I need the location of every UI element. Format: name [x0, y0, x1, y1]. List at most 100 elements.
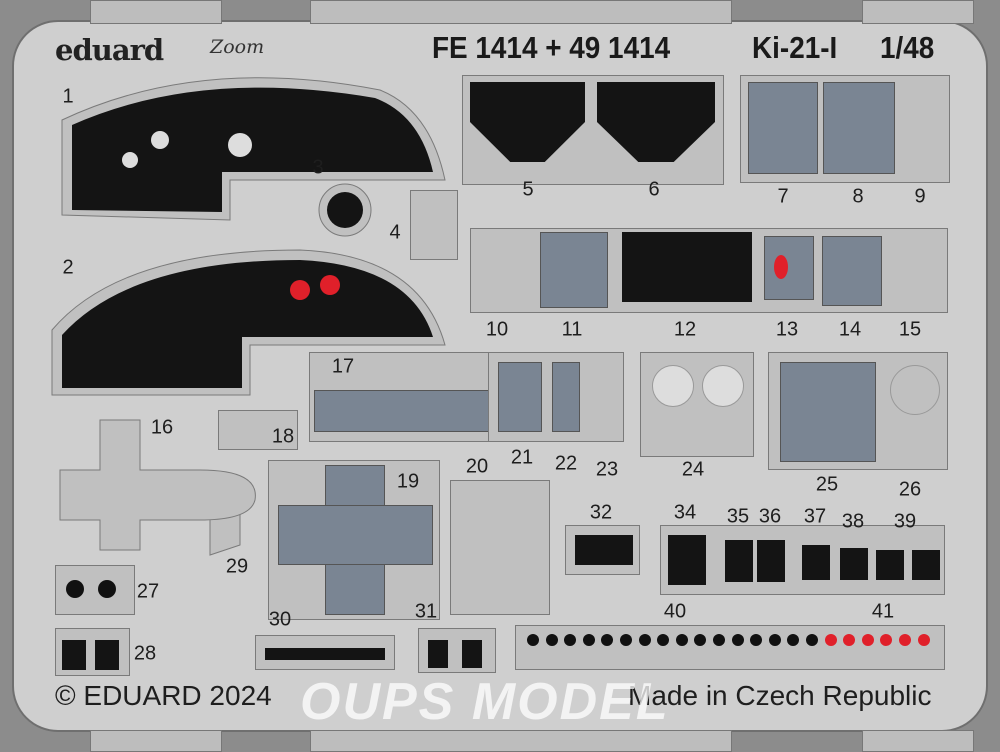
- watermark: OUPS MODEL: [300, 673, 670, 731]
- part-number: 17: [331, 355, 355, 378]
- part-number: 1: [62, 85, 74, 108]
- part-number: 32: [589, 501, 613, 524]
- panel-1: [72, 87, 433, 212]
- part-number: 37: [803, 505, 827, 528]
- part-26: [890, 365, 940, 415]
- part-number: 9: [914, 185, 926, 208]
- panel-2: [62, 260, 433, 388]
- part-38: [840, 548, 868, 580]
- sprue: [862, 0, 974, 24]
- part-24: [640, 352, 754, 457]
- part-39b: [912, 550, 940, 580]
- part-17: [314, 390, 494, 432]
- lever-knob: [545, 634, 558, 646]
- lever-knob: [638, 634, 651, 646]
- lever-knob: [675, 634, 688, 646]
- part-number: 19: [396, 470, 420, 493]
- lever-knob: [824, 634, 837, 646]
- lever-knob: [582, 634, 595, 646]
- part-number: 11: [561, 318, 583, 341]
- part-number: 4: [389, 221, 401, 244]
- lever-knob: [899, 634, 911, 646]
- part-30: [265, 648, 385, 660]
- part-number: 34: [673, 501, 697, 524]
- part-number: 23: [595, 458, 619, 481]
- part-number: 6: [648, 178, 660, 201]
- made-in: Made in Czech Republic: [628, 680, 932, 711]
- model-name: Ki-21-I: [752, 30, 838, 65]
- part-21: [498, 362, 542, 432]
- lever-knob: [750, 634, 763, 646]
- lever-knob: [527, 634, 539, 646]
- part-27-dot: [98, 580, 116, 598]
- part-32: [575, 535, 633, 565]
- lever-knob: [806, 634, 818, 646]
- part-number: 18: [271, 425, 295, 448]
- part-number: 25: [815, 473, 839, 496]
- lever-knob: [620, 634, 632, 646]
- part-7: [748, 82, 818, 174]
- part-number: 38: [841, 510, 865, 533]
- part-number: 26: [898, 478, 922, 501]
- lever-knob: [564, 634, 577, 646]
- part-34: [668, 535, 706, 585]
- part-number: 22: [554, 452, 578, 475]
- part-37: [802, 545, 830, 580]
- lever-knob: [861, 634, 874, 646]
- part-number: 40: [663, 600, 687, 623]
- part-13: [764, 236, 814, 300]
- red-light: [774, 255, 788, 279]
- lever-knob: [657, 634, 670, 646]
- dial: [702, 365, 744, 407]
- product-codes: FE 1414 + 49 1414: [432, 30, 671, 65]
- part-35: [725, 540, 753, 582]
- part-number: 10: [485, 318, 509, 341]
- part-31a: [428, 640, 448, 668]
- part-39: [876, 550, 904, 580]
- scale: 1/48: [880, 30, 935, 65]
- lever-knob: [917, 634, 930, 646]
- part-number: 31: [414, 600, 438, 623]
- lever-knob: [713, 634, 725, 646]
- part-number: 35: [726, 505, 750, 528]
- part-4: [410, 190, 458, 260]
- part-number: 14: [838, 318, 862, 341]
- lever-knob: [768, 634, 781, 646]
- dial: [652, 365, 694, 407]
- part-12: [622, 232, 752, 302]
- part-number: 8: [852, 185, 864, 208]
- lever-knob: [694, 634, 707, 646]
- part-number: 13: [775, 318, 799, 341]
- part-number: 39: [893, 510, 917, 533]
- part-19: [278, 505, 433, 565]
- part-25: [780, 362, 876, 462]
- part-20: [450, 480, 550, 615]
- part-40-41-frame: [515, 625, 945, 670]
- part-28b: [95, 640, 119, 670]
- part-31b: [462, 640, 482, 668]
- part-number: 27: [136, 580, 160, 603]
- part-16: [59, 419, 256, 551]
- part-number: 41: [871, 600, 895, 623]
- part-number: 29: [225, 555, 249, 578]
- part-22: [552, 362, 580, 432]
- part-number: 30: [268, 608, 292, 631]
- part-number: 21: [510, 446, 534, 469]
- part-number: 28: [133, 642, 157, 665]
- part-number: 15: [898, 318, 922, 341]
- part-11: [540, 232, 608, 308]
- eduard-logo: eduard: [55, 33, 164, 67]
- part-8: [823, 82, 895, 174]
- part-3: [327, 192, 363, 228]
- part-36: [757, 540, 785, 582]
- zoom-logo: Zoom: [210, 36, 265, 58]
- part-18: [218, 410, 298, 450]
- part-number: 5: [522, 178, 534, 201]
- copyright: © EDUARD 2024: [55, 680, 272, 711]
- part-number: 2: [62, 256, 74, 279]
- lever-knob: [843, 634, 856, 646]
- part-number: 24: [681, 458, 705, 481]
- lever-knob: [601, 634, 614, 646]
- part-number: 3: [312, 156, 324, 179]
